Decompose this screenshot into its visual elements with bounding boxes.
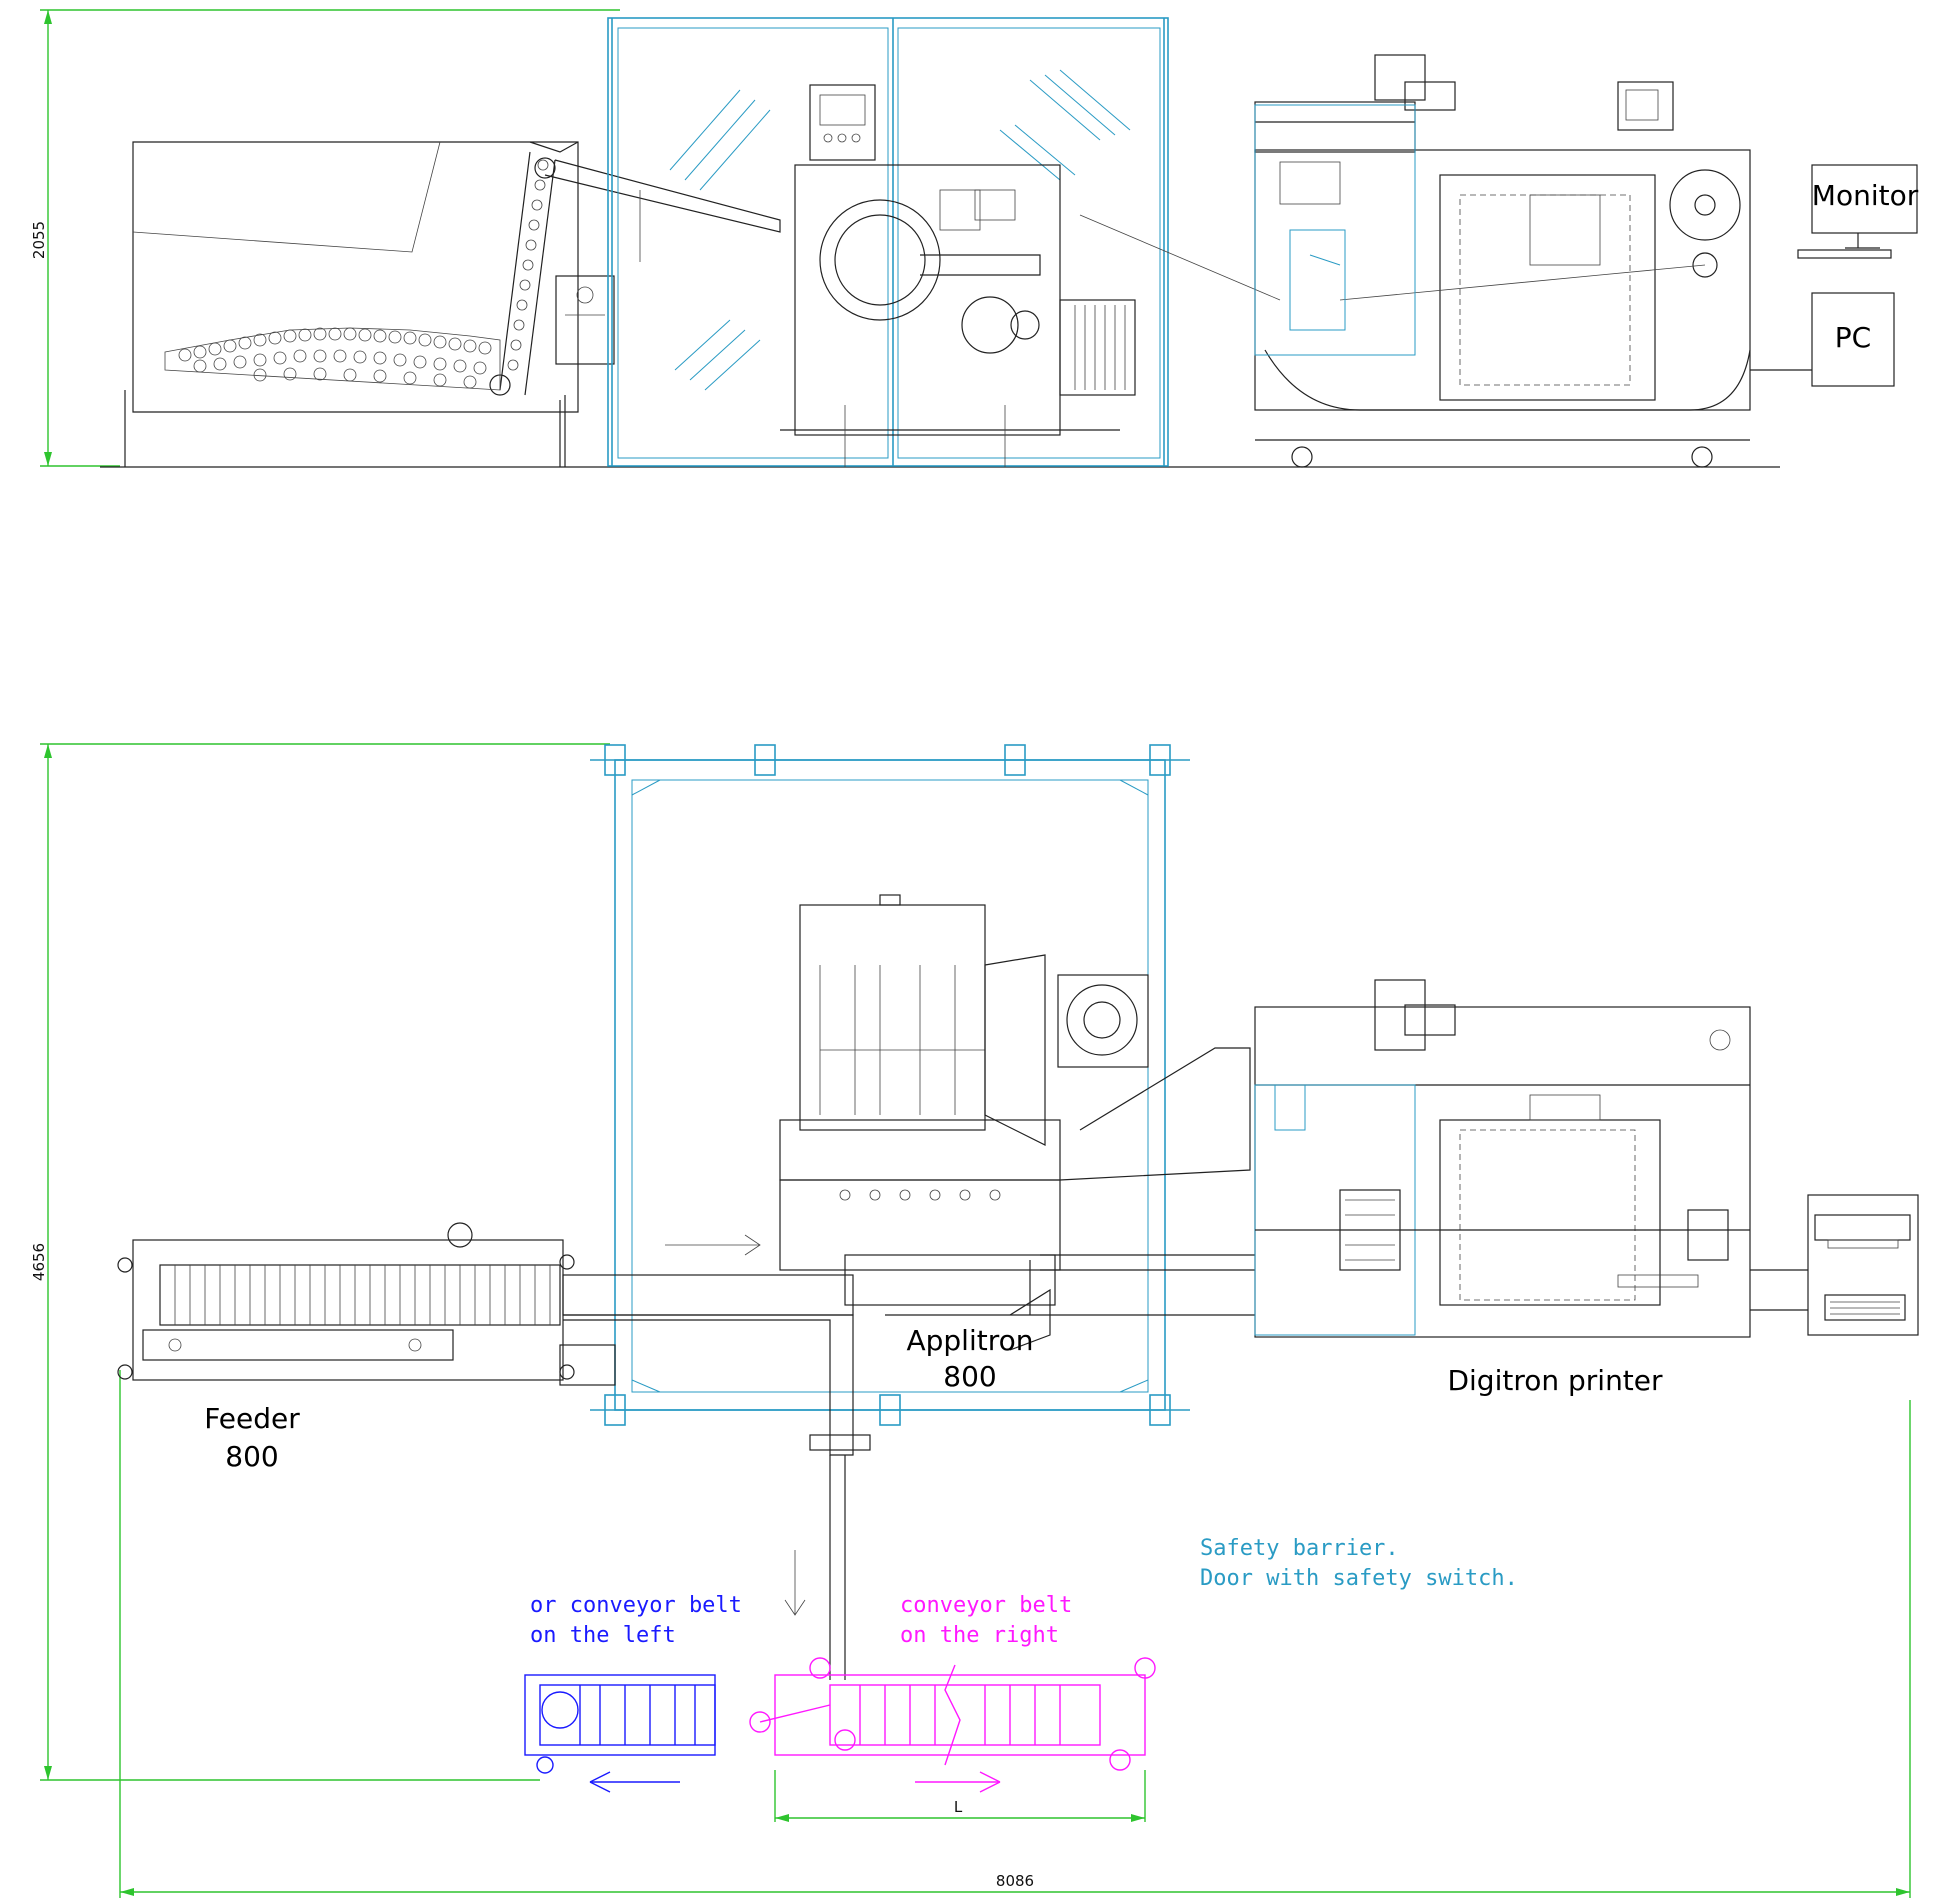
side-height-value: 2055 [30,221,48,259]
conveyor-left: or conveyor belt on the left [524,1593,742,1793]
feeder-label-line1: Feeder [204,1402,300,1435]
feeder-top [117,1222,871,1680]
top-height-value: 4656 [30,1243,48,1281]
product-pile [164,327,501,391]
total-length-dimension: 8086 [119,1370,1911,1898]
belt-length-value: L [954,1798,963,1816]
conveyor-right: conveyor belt on the right [749,1593,1156,1822]
applitron-side [780,84,1136,467]
keyboard-icon [1824,1294,1906,1321]
monitor-icon [1811,164,1918,234]
total-length-value: 8086 [996,1872,1034,1890]
safety-note-line1: Safety barrier. [1200,1536,1399,1561]
applitron-label-line1: Applitron [906,1324,1033,1357]
right-belt-label-line1: conveyor belt [900,1593,1072,1618]
left-belt-label-line1: or conveyor belt [530,1593,742,1618]
safety-fence-side [607,17,1169,467]
digitron-side [1079,54,1751,468]
safety-fence-top [590,744,1190,1426]
digitron-top: Digitron printer [1254,979,1751,1397]
monitor-pc-side: Monitor PC [1750,164,1919,387]
monitor-label: Monitor [1812,179,1919,212]
feeder-side [124,141,781,467]
feeder-label-line2: 800 [225,1440,278,1473]
applitron-label-line2: 800 [943,1360,996,1393]
applitron-top: Applitron 800 [779,894,1255,1393]
side-view: 2055 [30,9,1919,468]
pc-label: PC [1835,321,1871,354]
digitron-label: Digitron printer [1447,1364,1663,1397]
right-belt-label-line2: on the right [900,1623,1059,1648]
top-height-dimension: 4656 [30,743,610,1781]
pc-icon [1811,292,1895,387]
top-view: 4656 8086 [30,743,1919,1898]
left-belt-label-line2: on the left [530,1623,676,1648]
pc-top [1750,1194,1919,1336]
side-height-dimension: 2055 [30,9,620,467]
safety-note-line2: Door with safety switch. [1200,1566,1518,1591]
